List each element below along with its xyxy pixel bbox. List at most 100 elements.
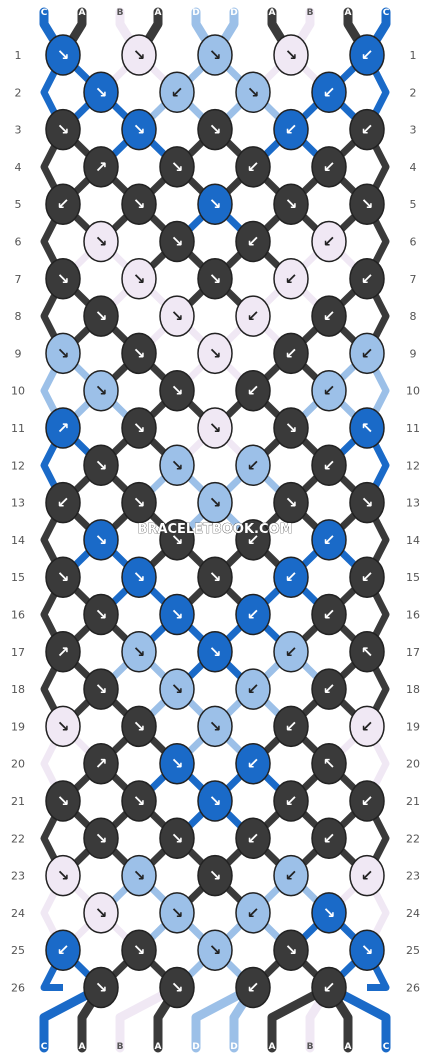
knot: ↙	[311, 71, 347, 114]
knot: ↘	[235, 71, 271, 114]
knot-direction: ↘	[95, 531, 108, 549]
knot-direction: ↙	[323, 456, 336, 474]
bottom-strand-label: B	[117, 1042, 124, 1052]
knot-direction: ↗	[57, 419, 70, 437]
knot-shape	[83, 220, 119, 263]
knot: ↘	[83, 519, 119, 561]
knot-direction: ↘	[57, 121, 70, 139]
row-label: 12	[11, 459, 25, 472]
top-strand-label: A	[79, 8, 86, 18]
knot-direction: ↘	[285, 941, 298, 959]
knot: ↘	[121, 556, 157, 598]
knot-shape	[159, 966, 195, 1009]
knot: ↘	[273, 481, 309, 524]
knot-direction: ↙	[247, 307, 260, 325]
knot-direction: ↙	[247, 904, 260, 922]
knot-direction: ↘	[57, 270, 70, 288]
knot-shape	[349, 854, 385, 897]
row-label: 3	[15, 124, 22, 137]
knot: ↘	[197, 34, 233, 76]
row-label: 18	[406, 683, 420, 696]
knot-shape	[121, 705, 157, 748]
bottom-strand-end	[115, 983, 182, 1053]
knot-shape	[159, 71, 195, 114]
knot: ↘	[159, 742, 195, 785]
knot: ↘	[197, 183, 233, 225]
knot-shape	[159, 519, 195, 561]
row-label: 4	[410, 161, 417, 174]
knot-direction: ↙	[285, 121, 298, 139]
knot-direction: ↘	[57, 568, 70, 586]
row-label: 25	[406, 944, 420, 957]
row-label: 24	[11, 907, 25, 920]
knot-shape	[83, 817, 119, 860]
knot-shape	[83, 593, 119, 636]
knot-direction: ↘	[133, 643, 146, 661]
knot-shape	[83, 668, 119, 710]
knot: ↙	[349, 108, 385, 151]
knot: ↘	[121, 854, 157, 897]
knot-shape	[273, 407, 309, 449]
knot-direction: ↙	[323, 158, 336, 176]
knot-direction: ↘	[209, 643, 222, 661]
bottom-strand-label: B	[307, 1042, 314, 1052]
row-label: 21	[11, 795, 25, 808]
knot-shape	[197, 631, 233, 673]
knot-shape	[273, 34, 309, 76]
knot-direction: ↘	[171, 606, 184, 624]
knot-shape	[45, 556, 81, 598]
knot-shape	[311, 220, 347, 263]
knot-direction: ↘	[95, 83, 108, 101]
top-strand-label: C	[383, 8, 390, 18]
knot: ↙	[311, 966, 347, 1009]
knot-shape	[235, 593, 271, 636]
bottom-strand-label: D	[192, 1042, 199, 1052]
row-label: 23	[11, 870, 25, 883]
knot-shape	[311, 668, 347, 710]
knot: ↘	[121, 332, 157, 375]
top-strand-label: A	[345, 8, 352, 18]
knot: ↘	[159, 444, 195, 487]
top-strand-label: D	[192, 8, 199, 18]
knot: ↘	[349, 929, 385, 971]
row-label: 15	[11, 571, 25, 584]
knot-direction: ↘	[171, 307, 184, 325]
knot-direction: ↘	[95, 904, 108, 922]
knot: ↘	[45, 34, 81, 76]
knot-shape	[311, 892, 347, 934]
knot: ↘	[273, 34, 309, 76]
knot-shape	[311, 742, 347, 785]
knot-direction: ↙	[323, 382, 336, 400]
knot-shape	[349, 332, 385, 375]
knot-shape	[311, 71, 347, 114]
row-label: 11	[406, 422, 420, 435]
row-label: 5	[15, 198, 22, 211]
knot-direction: ↘	[171, 979, 184, 997]
row-label: 4	[15, 161, 22, 174]
knot: ↙	[273, 332, 309, 375]
knot-shape	[273, 183, 309, 225]
row-label: 10	[11, 385, 25, 398]
knot: ↘	[83, 593, 119, 636]
knot-shape	[197, 407, 233, 449]
knot: ↙	[349, 705, 385, 748]
knot-direction: ↘	[209, 195, 222, 213]
knot-shape	[159, 593, 195, 636]
knot-direction: ↘	[171, 755, 184, 773]
knot-direction: ↘	[171, 531, 184, 549]
knot-direction: ↙	[323, 829, 336, 847]
bottom-strand-label: A	[155, 1042, 162, 1052]
knot: ↘	[197, 258, 233, 300]
knot-shape	[121, 258, 157, 300]
knot-shape	[121, 332, 157, 375]
knot: ↘	[83, 668, 119, 710]
knot: ↙	[311, 295, 347, 337]
bottom-strand-end	[267, 983, 334, 1053]
knot-shape	[311, 146, 347, 188]
knot-direction: ↙	[247, 531, 260, 549]
knot-direction: ↘	[209, 270, 222, 288]
knot-shape	[83, 966, 119, 1009]
row-label: 1	[15, 49, 22, 62]
knot-shape	[121, 556, 157, 598]
knot-shape	[349, 705, 385, 748]
